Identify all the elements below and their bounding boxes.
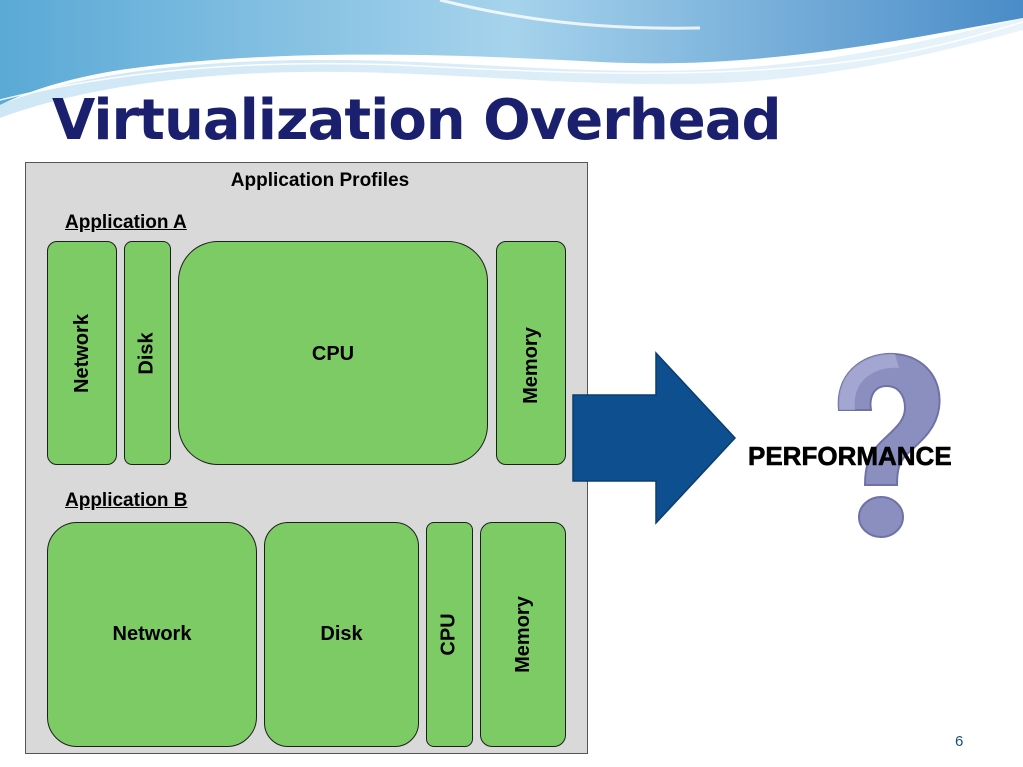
app-a-network-box: Network — [47, 241, 117, 465]
page-number: 6 — [955, 733, 964, 750]
performance-label: PERFORMANCE — [748, 441, 952, 472]
question-mark-icon — [837, 352, 941, 538]
header-wave-decoration — [0, 0, 1023, 118]
app-a-network-label: Network — [70, 313, 93, 393]
app-b-cpu-label: CPU — [437, 613, 460, 656]
app-a-disk-box: Disk — [124, 241, 171, 465]
application-b-label: Application B — [65, 490, 188, 511]
app-b-cpu-box: CPU — [426, 522, 473, 747]
app-a-memory-label: Memory — [519, 327, 542, 404]
app-a-memory-box: Memory — [496, 241, 566, 465]
app-a-cpu-box: CPU — [178, 241, 488, 465]
app-b-network-box: Network — [47, 522, 257, 747]
panel-title: Application Profiles — [230, 170, 410, 191]
app-a-disk-label: Disk — [136, 331, 158, 375]
app-b-disk-label: Disk — [320, 623, 363, 645]
app-b-network-label: Network — [112, 623, 192, 645]
app-b-memory-label: Memory — [511, 596, 534, 673]
app-b-memory-box: Memory — [480, 522, 566, 747]
app-b-disk-box: Disk — [264, 522, 419, 747]
right-arrow-icon — [572, 351, 737, 525]
app-a-cpu-label: CPU — [311, 343, 355, 365]
slide-title: Virtualization Overhead — [52, 88, 782, 153]
application-a-label: Application A — [65, 212, 187, 233]
